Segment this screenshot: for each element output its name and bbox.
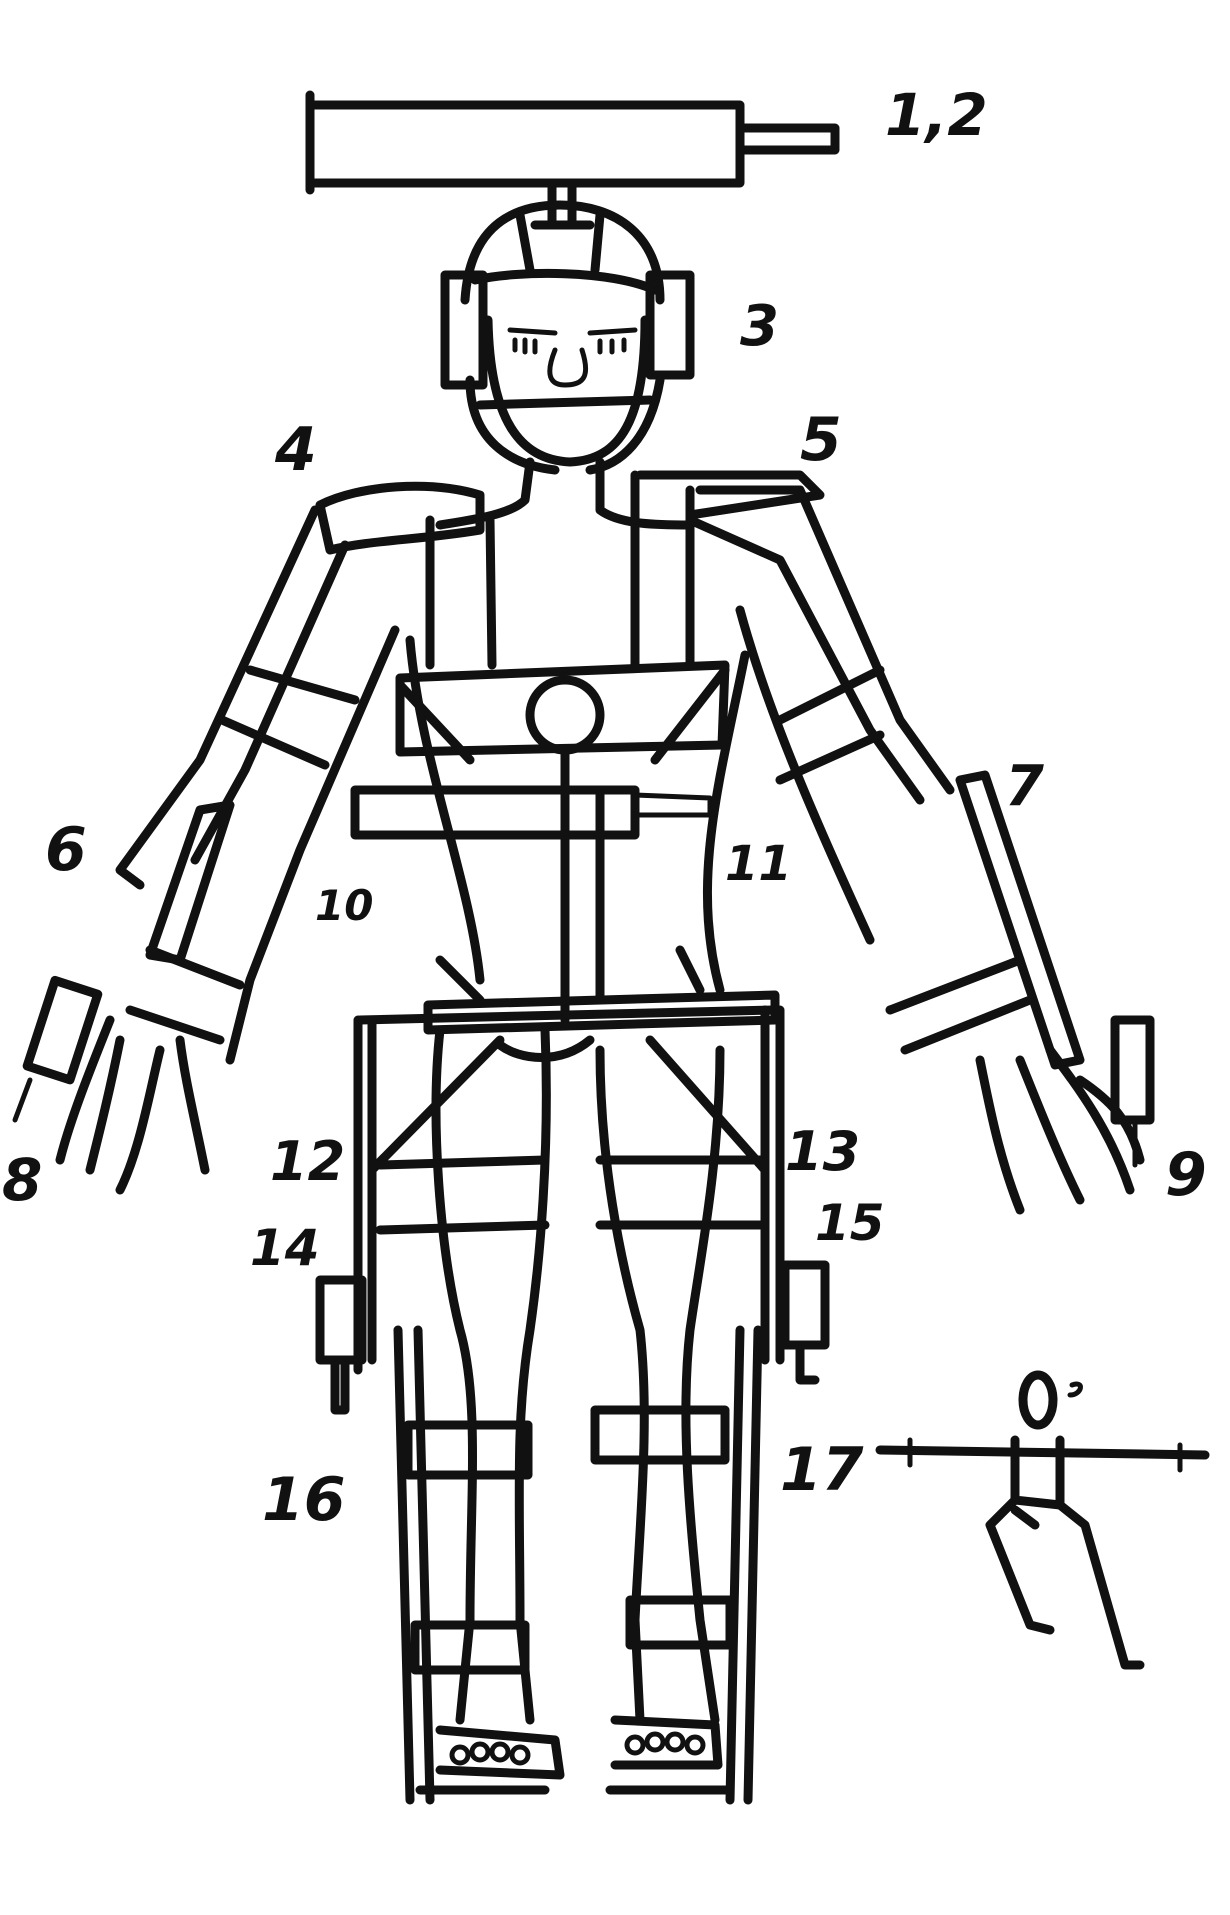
callout-14: 14 — [250, 1219, 320, 1277]
callout-17: 17 — [780, 1435, 864, 1505]
legs-exo — [315, 1025, 830, 1805]
callout-8: 8 — [2, 1146, 42, 1214]
right-arm-exo — [635, 470, 1155, 1215]
callout-13: 13 — [785, 1120, 860, 1183]
torso — [350, 457, 750, 1025]
callout-1-2: 1,2 — [885, 81, 988, 149]
callout-4: 4 — [274, 415, 317, 485]
callout-16: 16 — [262, 1465, 346, 1535]
callout-3: 3 — [740, 294, 779, 359]
callout-7: 7 — [1005, 754, 1044, 819]
left-arm-exo — [12, 481, 485, 1195]
callout-12: 12 — [270, 1130, 345, 1193]
callout-9: 9 — [1165, 1140, 1207, 1210]
head-helmet — [440, 200, 695, 475]
callout-5: 5 — [800, 405, 842, 475]
callout-15: 15 — [815, 1194, 885, 1252]
callout-labels: 1,2 3 4 5 6 7 8 9 10 11 12 13 14 15 16 1… — [2, 81, 1207, 1535]
callout-6: 6 — [45, 815, 87, 885]
hip-frame — [353, 990, 785, 1375]
overhead-bar-assembly — [305, 90, 840, 230]
callout-11: 11 — [725, 836, 792, 892]
stick-figure-inset — [875, 1370, 1210, 1670]
callout-10: 10 — [315, 881, 373, 930]
